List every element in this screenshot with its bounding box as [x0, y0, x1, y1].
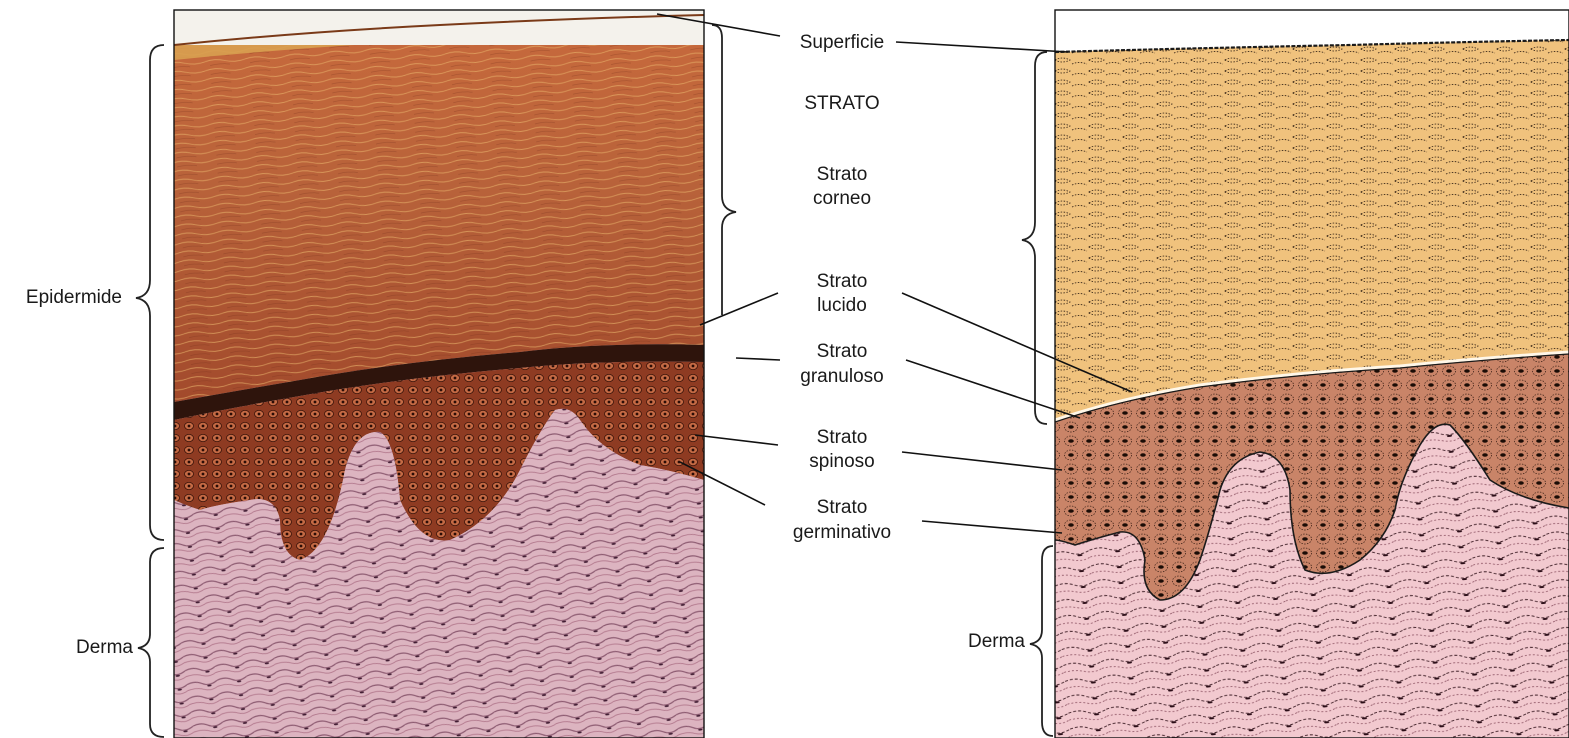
strato-corneo-label-line2: corneo	[813, 188, 871, 209]
strato-germinativo-label-line1: Strato	[817, 497, 868, 518]
strato-lucido-label-line1: Strato	[817, 271, 868, 292]
strato-lucido-label-line2: lucido	[817, 295, 867, 316]
derma-label-right: Derma	[968, 631, 1025, 652]
derma-label-left: Derma	[76, 637, 133, 658]
superficie-label: Superficie	[800, 32, 885, 53]
derma-brace-left	[138, 548, 164, 737]
strato-granuloso-label-line1: Strato	[817, 341, 868, 362]
strato-spinoso-label-line2: spinoso	[809, 451, 875, 472]
strato-heading: STRATO	[804, 93, 879, 114]
derma-brace-right	[1030, 546, 1053, 736]
strato-germinativo-label-line2: germinativo	[793, 522, 891, 543]
drawing-panel	[1055, 10, 1569, 738]
strato-corneo-label-line1: Strato	[817, 164, 868, 185]
strato-corneo-brace-right	[1022, 52, 1047, 424]
strato-granuloso-label-line2: granuloso	[800, 366, 883, 387]
micrograph-panel	[174, 10, 704, 738]
strato-corneo-brace	[712, 25, 736, 315]
epidermide-brace	[136, 45, 164, 540]
epidermide-label: Epidermide	[26, 287, 122, 308]
strato-spinoso-label-line1: Strato	[817, 427, 868, 448]
